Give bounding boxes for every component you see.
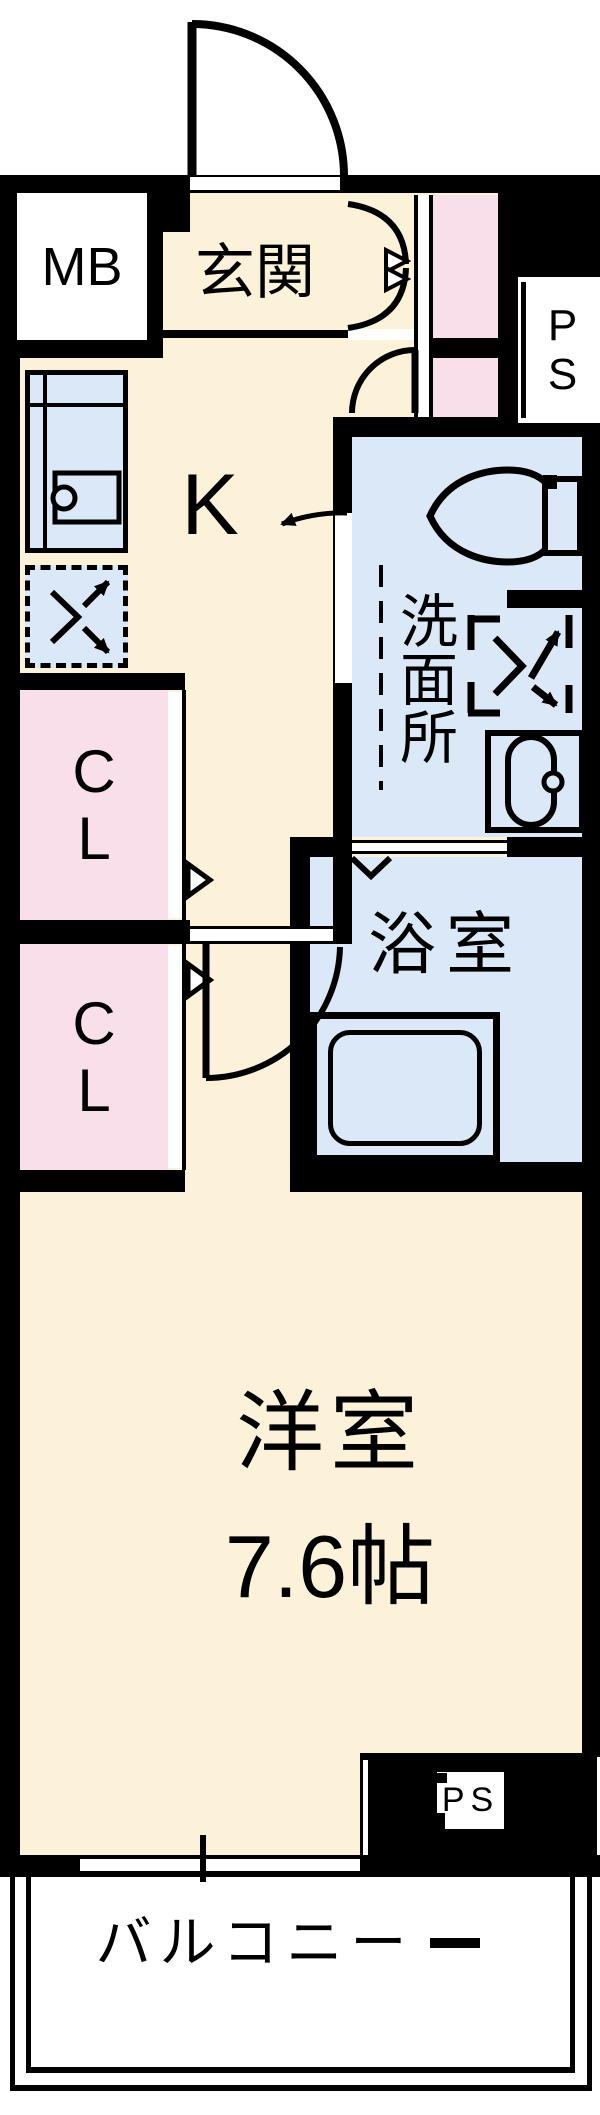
closet-lower-track [168, 946, 182, 1168]
closet-upper-label: CL [20, 690, 168, 920]
wall-between-shoe-cabinets [433, 338, 498, 358]
wall-closet-bottom [0, 1170, 185, 1192]
pipe-space-top-label: PS [524, 282, 600, 418]
fridge-arrow-ne [81, 579, 111, 609]
kitchen-text: K [181, 456, 239, 553]
balcony-partition-dash [430, 1938, 480, 1948]
shoe-cabinet-track [418, 195, 429, 417]
pipe-space-top-box [518, 277, 600, 423]
wall-bath-left [290, 837, 310, 1192]
washer-arrow-ne [527, 630, 562, 680]
bath-door-opening [352, 840, 507, 854]
wall-closet-mid [0, 920, 190, 944]
wall-kitchen-bottom [0, 673, 185, 690]
meter-box-text: MB [41, 236, 123, 297]
washroom-partition-stub [507, 590, 582, 608]
closet-upper [20, 690, 168, 920]
closet-upper-arrow [185, 859, 215, 901]
bathroom-label: 浴室 [310, 893, 582, 983]
genkan-door-opening [348, 329, 414, 340]
washbasin-faucet [541, 770, 565, 794]
shoe-cabinet-upper [433, 195, 498, 338]
wall-left [0, 175, 20, 1877]
western-room-text: 洋室 [235, 1382, 424, 1482]
balcony-outer-right [587, 1857, 592, 2091]
balcony-inner-left [26, 1857, 31, 2072]
meter-box [17, 193, 147, 340]
balcony-inner-right [570, 1857, 575, 2072]
closet-upper-text: CL [60, 738, 128, 872]
entrance-text: 玄関 [195, 239, 315, 306]
closet-lower-label: CL [20, 944, 168, 1170]
pipe-space-bottom-text: PS [441, 1781, 500, 1819]
window-opening [80, 1859, 360, 1871]
genkan-door-swing [349, 347, 416, 414]
balcony-outer-left [10, 1857, 15, 2090]
western-room-label: 洋室 [40, 1370, 600, 1482]
room-door-swing [205, 946, 343, 1081]
pipe-space-bottom-label: PS [433, 1768, 508, 1833]
closet-lower-door-line [182, 944, 186, 1170]
balcony-text: バルコニー [95, 1910, 415, 1974]
kitchen-label: K [150, 455, 270, 555]
shoe-door-arrow-1 [384, 246, 412, 276]
shoe-track-line-right [429, 195, 433, 417]
washer-arrow-se [530, 684, 559, 708]
kitchen-faucet-icon [50, 484, 78, 512]
western-room-size-label: 7.6帖 [40, 1502, 600, 1617]
ps-bottom-notch-1 [437, 1773, 447, 1783]
wall-bath-bottom [290, 1162, 600, 1192]
shoe-cabinet-lower [433, 358, 498, 417]
wall-entry-jamb [163, 175, 190, 232]
shoe-door-arrow-2 [384, 264, 412, 294]
pipe-space-top-text: PS [538, 301, 587, 399]
hall-room-door-opening [190, 926, 333, 944]
entrance-door-swing [191, 20, 348, 177]
toilet-icon [426, 466, 562, 566]
room-corner-sliver [363, 1760, 368, 1855]
closet-lower-arrow [185, 959, 215, 1001]
wall-genkan-bottom [163, 330, 348, 338]
fridge-arrow-se [81, 625, 111, 655]
closet-lower [20, 944, 168, 1170]
western-room-size-text: 7.6帖 [224, 1517, 436, 1616]
washroom-label: 洗面所 [391, 555, 456, 800]
entry-threshold [190, 177, 340, 193]
washroom-door-swing [280, 510, 348, 527]
balcony-outer-bottom [10, 2085, 592, 2091]
bathroom-text: 浴室 [367, 906, 524, 983]
shoe-door-arc-top [347, 201, 409, 265]
window-mullion [200, 1835, 206, 1882]
pipe-space-top-line [521, 282, 526, 418]
wall-bath-divider-right [507, 837, 582, 857]
toilet-tank [542, 476, 583, 556]
washroom-text: 洗面所 [391, 590, 456, 765]
balcony-inner-bottom [26, 2067, 575, 2073]
entrance-label: 玄関 [180, 230, 330, 306]
closet-upper-track [168, 692, 182, 918]
balcony-label: バルコニー [10, 1902, 500, 1974]
meter-box-label: MB [17, 193, 147, 340]
wall-right [582, 175, 600, 1757]
shoe-track-line-left [414, 195, 418, 417]
ps-bottom-notch-2 [433, 1813, 445, 1833]
closet-lower-text: CL [60, 990, 128, 1124]
toilet-tank-notch [543, 475, 557, 489]
fridge-chevron [49, 589, 83, 645]
washer-chevron [492, 635, 527, 697]
closet-upper-door-line [182, 690, 186, 920]
bathtub-inner [328, 1030, 482, 1146]
bath-door-chevron [349, 855, 393, 881]
washroom-door-opening [335, 513, 352, 683]
